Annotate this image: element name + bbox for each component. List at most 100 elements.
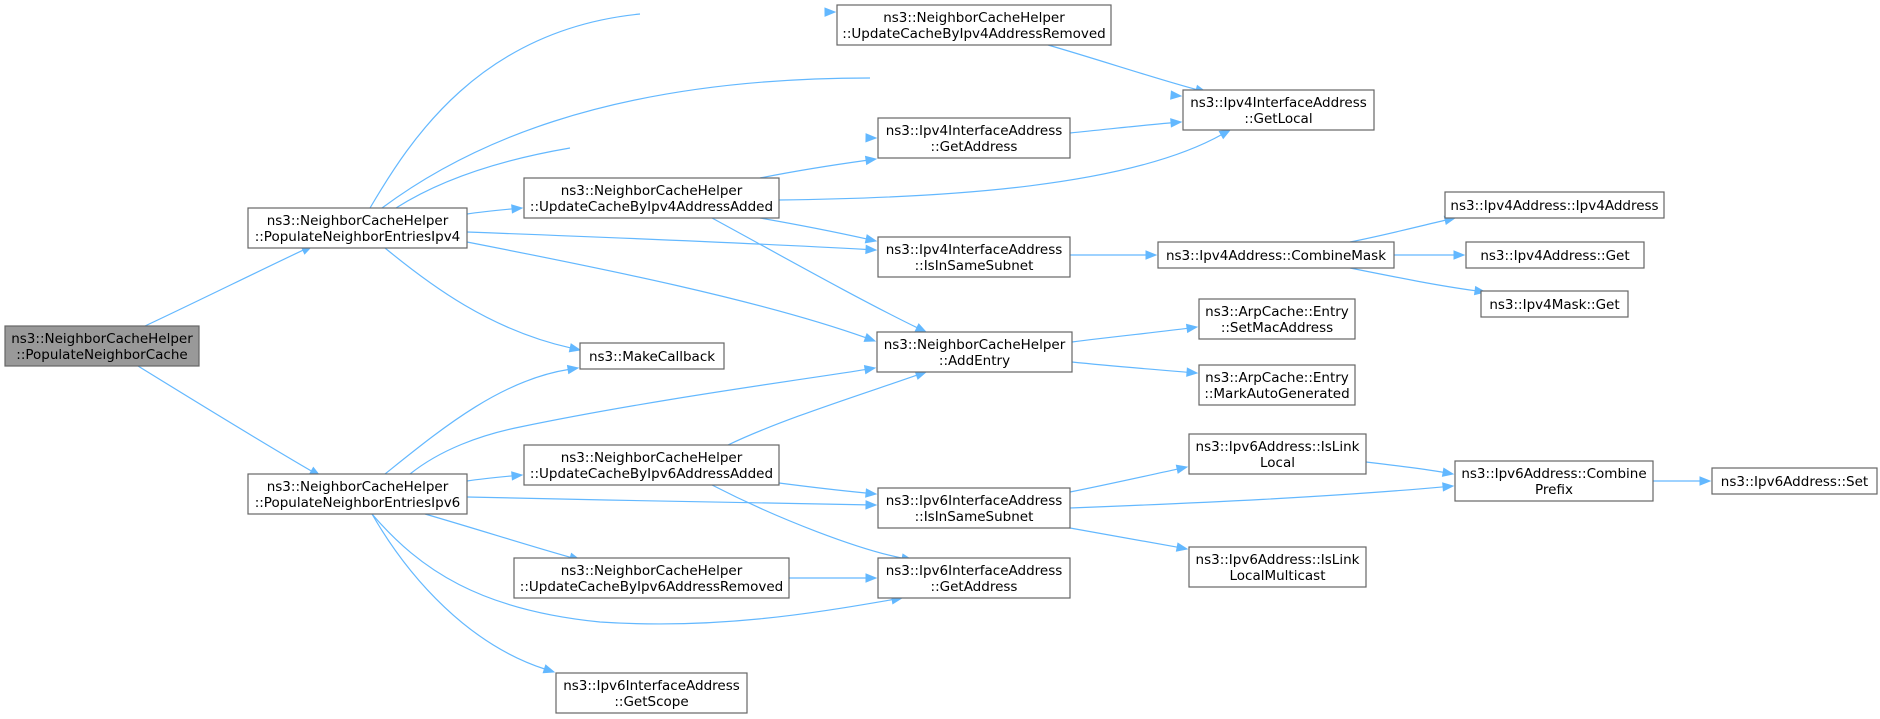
arrowhead-update_ipv4_removed: [824, 7, 837, 17]
node-label-line: ::UpdateCacheByIpv6AddressRemoved: [520, 579, 783, 595]
node-label-line: ::GetScope: [614, 694, 688, 710]
edge-ipv4_get_address-to-ipv4_get_local: [1069, 122, 1173, 134]
edge-entries_ipv4-to-update_ipv4_removed: [369, 13, 641, 209]
node-box[interactable]: [876, 331, 1073, 373]
node-box[interactable]: [579, 342, 725, 370]
arrowhead-ipv6_is_link_local_multicast: [1175, 542, 1189, 552]
edge-ipv6_is_in_same_subnet-to-ipv6_combine_prefix: [1069, 486, 1445, 509]
node-entries_ipv6[interactable]: ns3::NeighborCacheHelper::PopulateNeighb…: [247, 473, 468, 515]
node-update_ipv4_added[interactable]: ns3::NeighborCacheHelper::UpdateCacheByI…: [523, 177, 780, 219]
node-entries_ipv4[interactable]: ns3::NeighborCacheHelper::PopulateNeighb…: [247, 207, 468, 249]
arrowhead-ipv6_get_address: [865, 573, 878, 583]
node-box[interactable]: [1157, 241, 1395, 269]
edge-update_ipv4_added-to-add_entry: [711, 217, 919, 329]
node-box[interactable]: [1465, 241, 1645, 269]
node-label-line: ::SetMacAddress: [1221, 320, 1333, 336]
arrowhead-add_entry: [914, 370, 928, 380]
node-ipv4_address_get[interactable]: ns3::Ipv4Address::Get: [1465, 241, 1645, 269]
function-nodes: ns3::NeighborCacheHelper::PopulateNeighb…: [4, 4, 1878, 714]
node-box[interactable]: [523, 444, 780, 486]
edge-entries_ipv6-to-ipv6_is_in_same_subnet: [466, 496, 868, 506]
node-label-line: ns3::Ipv6Address::Combine: [1461, 466, 1646, 482]
node-ipv4_is_in_same_subnet[interactable]: ns3::Ipv4InterfaceAddress::IsInSameSubne…: [877, 236, 1071, 278]
node-label-line: ns3::Ipv4InterfaceAddress: [1190, 95, 1367, 111]
arrowhead-ipv4_get_address: [865, 133, 878, 143]
arrowhead-combine_mask: [1145, 250, 1158, 260]
edge-update_ipv4_removed-to-ipv4_get_local: [1047, 44, 1198, 91]
node-populate_cache[interactable]: ns3::NeighborCacheHelper::PopulateNeighb…: [4, 325, 200, 367]
node-box[interactable]: [1480, 290, 1629, 318]
node-box[interactable]: [836, 4, 1112, 46]
node-label-line: ns3::NeighborCacheHelper: [561, 563, 743, 579]
node-ipv6_is_in_same_subnet[interactable]: ns3::Ipv6InterfaceAddress::IsInSameSubne…: [877, 487, 1071, 529]
node-box[interactable]: [1711, 467, 1878, 495]
call-edges: [137, 7, 1712, 674]
node-update_ipv6_removed[interactable]: ns3::NeighborCacheHelper::UpdateCacheByI…: [513, 557, 790, 599]
edge-entries_ipv4-to-update_ipv4_added: [466, 208, 514, 215]
node-box[interactable]: [1198, 298, 1356, 340]
arrowhead-ipv4_get_local: [1170, 118, 1183, 128]
node-make_callback[interactable]: ns3::MakeCallback: [579, 342, 725, 370]
node-label-line: ::GetAddress: [931, 579, 1018, 595]
node-combine_mask[interactable]: ns3::Ipv4Address::CombineMask: [1157, 241, 1395, 269]
node-update_ipv6_added[interactable]: ns3::NeighborCacheHelper::UpdateCacheByI…: [523, 444, 780, 486]
node-ipv4_get_address[interactable]: ns3::Ipv4InterfaceAddress::GetAddress: [877, 117, 1071, 159]
node-label-line: ns3::NeighborCacheHelper: [11, 331, 193, 347]
edge-update_ipv4_added-to-ipv4_get_address: [759, 159, 868, 179]
node-box[interactable]: [523, 177, 780, 219]
arrowhead-ipv6_get_scope: [542, 664, 556, 674]
node-box[interactable]: [1198, 364, 1356, 406]
node-add_entry[interactable]: ns3::NeighborCacheHelper::AddEntry: [876, 331, 1073, 373]
edge-ipv6_is_in_same_subnet-to-ipv6_is_link_local: [1069, 468, 1179, 493]
edge-combine_mask-to-ipv4_address_ctor: [1349, 219, 1447, 243]
edge-populate_cache-to-entries_ipv6: [137, 365, 313, 473]
node-label-line: ::GetLocal: [1244, 111, 1312, 127]
arrowhead-update_ipv4_added: [511, 204, 524, 214]
node-box[interactable]: [555, 672, 748, 714]
node-ipv4_mask_get[interactable]: ns3::Ipv4Mask::Get: [1480, 290, 1629, 318]
edge-ipv6_is_in_same_subnet-to-ipv6_is_link_local_multicast: [1069, 527, 1179, 548]
arrowhead-set_mac_address: [1185, 323, 1199, 334]
node-box[interactable]: [247, 473, 468, 515]
node-mark_auto_generated[interactable]: ns3::ArpCache::Entry::MarkAutoGenerated: [1198, 364, 1356, 406]
node-update_ipv4_removed[interactable]: ns3::NeighborCacheHelper::UpdateCacheByI…: [836, 4, 1112, 46]
node-box[interactable]: [877, 557, 1071, 599]
node-label-line: ns3::NeighborCacheHelper: [561, 450, 743, 466]
node-box[interactable]: [1188, 433, 1367, 475]
edge-entries_ipv6-to-add_entry: [409, 368, 867, 475]
node-label-line: ::PopulateNeighborCache: [16, 347, 187, 363]
node-box[interactable]: [1454, 460, 1654, 502]
arrowhead-ipv4_get_local: [1218, 129, 1232, 140]
node-set_mac_address[interactable]: ns3::ArpCache::Entry::SetMacAddress: [1198, 298, 1356, 340]
node-label-line: ::PopulateNeighborEntriesIpv4: [255, 229, 461, 245]
node-box[interactable]: [1188, 546, 1367, 588]
node-ipv4_get_local[interactable]: ns3::Ipv4InterfaceAddress::GetLocal: [1182, 89, 1375, 131]
node-label-line: ::IsInSameSubnet: [915, 258, 1034, 274]
node-ipv4_address_ctor[interactable]: ns3::Ipv4Address::Ipv4Address: [1444, 191, 1665, 219]
node-box[interactable]: [877, 236, 1071, 278]
node-box[interactable]: [4, 325, 200, 367]
arrowhead-ipv6_is_in_same_subnet: [865, 500, 878, 510]
node-box[interactable]: [247, 207, 468, 249]
node-box[interactable]: [1444, 191, 1665, 219]
node-label-line: Prefix: [1535, 482, 1573, 498]
node-box[interactable]: [877, 487, 1071, 529]
arrowhead-add_entry: [914, 323, 928, 333]
node-box[interactable]: [513, 557, 790, 599]
node-ipv6_set[interactable]: ns3::Ipv6Address::Set: [1711, 467, 1878, 495]
arrowhead-add_entry: [863, 333, 877, 342]
node-label-line: Local: [1260, 455, 1295, 471]
edge-combine_mask-to-ipv4_mask_get: [1349, 267, 1477, 292]
node-box[interactable]: [877, 117, 1071, 159]
node-ipv6_get_scope[interactable]: ns3::Ipv6InterfaceAddress::GetScope: [555, 672, 748, 714]
node-label-line: ns3::ArpCache::Entry: [1205, 370, 1349, 386]
arrowhead-ipv4_get_address: [864, 155, 878, 166]
node-ipv6_get_address[interactable]: ns3::Ipv6InterfaceAddress::GetAddress: [877, 557, 1071, 599]
node-box[interactable]: [1182, 89, 1375, 131]
node-label-line: ns3::Ipv4Address::Get: [1480, 248, 1629, 264]
edge-update_ipv6_added-to-add_entry: [727, 374, 918, 446]
node-label-line: ns3::Ipv4InterfaceAddress: [886, 123, 1063, 139]
